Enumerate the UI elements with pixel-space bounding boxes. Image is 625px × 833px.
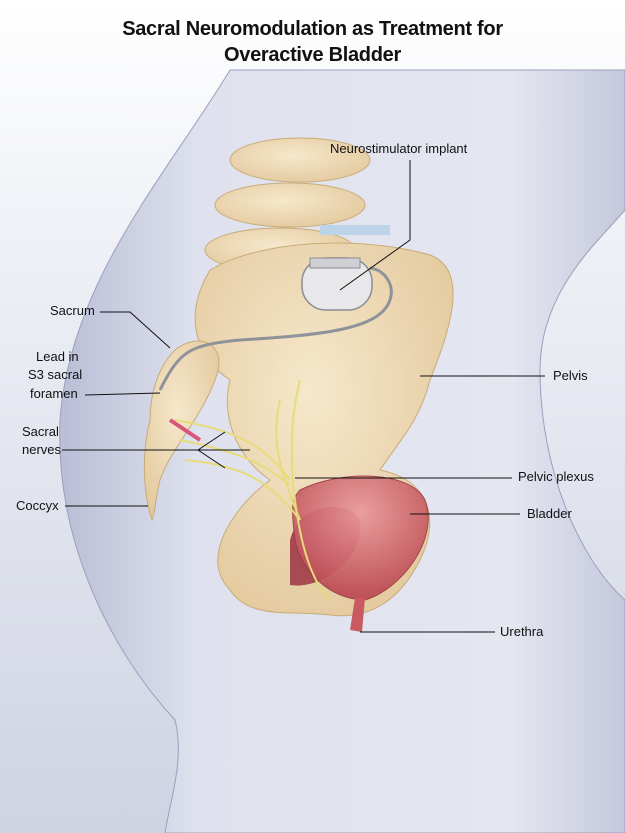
label-neurostimulator: Neurostimulator implant: [330, 141, 468, 156]
stimulator-lead: [158, 266, 393, 391]
label-pelvis: Pelvis: [553, 368, 588, 383]
leader-lines: [62, 160, 545, 633]
label-urethra: Urethra: [500, 624, 544, 639]
label-sacrum: Sacrum: [50, 303, 95, 318]
urethra: [350, 598, 365, 632]
label-lead-3: foramen: [30, 386, 78, 401]
label-nerves-1: Sacral: [22, 424, 59, 439]
label-lead-1: Lead in: [36, 349, 79, 364]
sacral-nerves: [174, 379, 331, 601]
label-coccyx: Coccyx: [16, 498, 59, 513]
nerve-pink: [168, 418, 202, 442]
label-lead-2: S3 sacral: [28, 367, 83, 382]
label-nerves-2: nerves: [22, 442, 62, 457]
neurostimulator-implant: [301, 257, 373, 311]
label-pelvic-plexus: Pelvic plexus: [518, 469, 594, 484]
label-bladder: Bladder: [527, 506, 572, 521]
title-line-2: Overactive Bladder: [224, 44, 401, 66]
title-line-1: Sacral Neuromodulation as Treatment for: [122, 18, 503, 40]
